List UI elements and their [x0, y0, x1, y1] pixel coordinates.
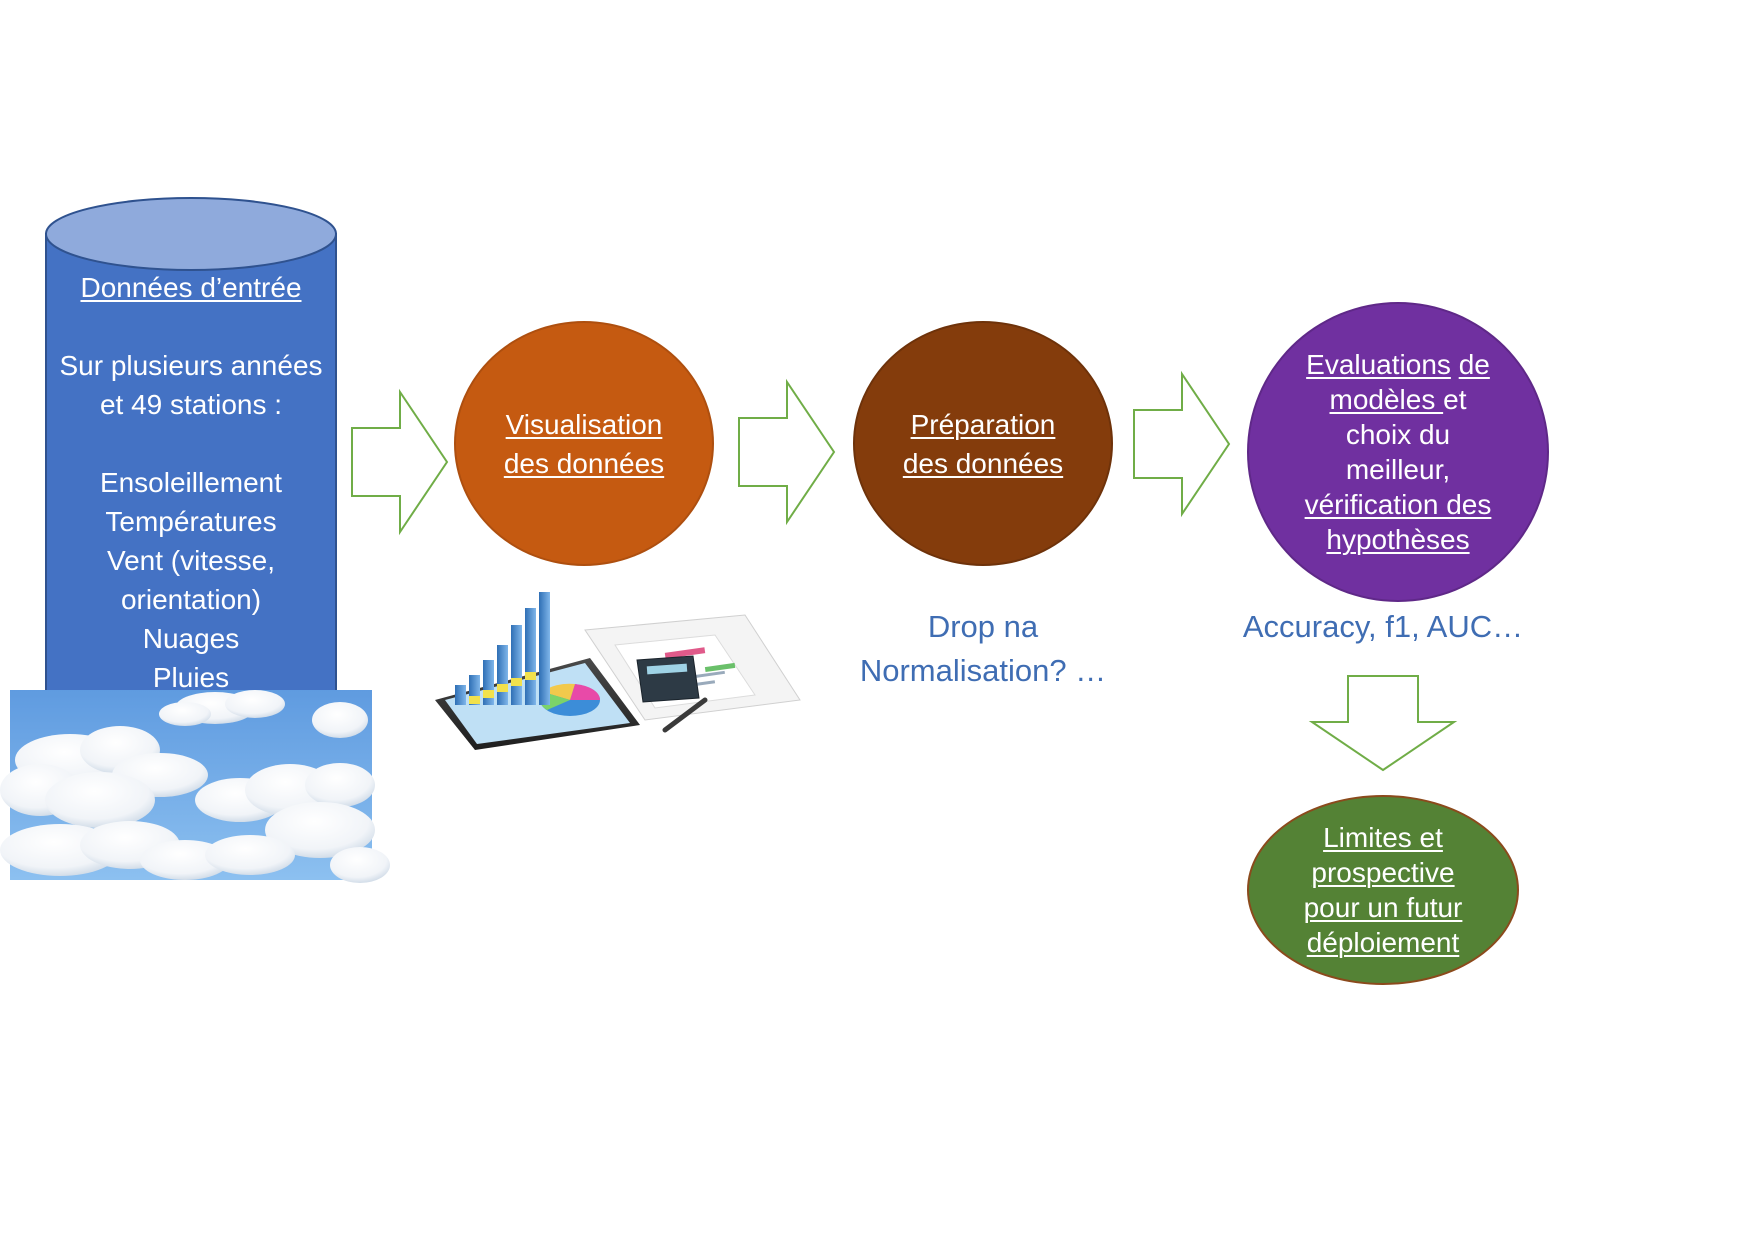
- input-data-text: Données d’entrée Sur plusieurs années et…: [45, 268, 337, 736]
- variable-item: orientation): [120, 584, 262, 615]
- visualisation-line: Visualisation: [505, 408, 663, 440]
- preparation-line: Préparation: [910, 408, 1056, 440]
- evaluation-line: choix du: [1345, 419, 1451, 450]
- evaluation-line: vérification des: [1304, 489, 1492, 520]
- cloud-cluster-4: [0, 821, 390, 883]
- bar-chart-icon: [455, 592, 550, 705]
- arrow-down: [1308, 675, 1458, 772]
- preparation-node: Préparation des données: [853, 321, 1113, 566]
- limites-line: Limites et: [1323, 822, 1443, 853]
- arrow-right-1: [351, 388, 449, 536]
- evaluation-word: et: [1443, 384, 1467, 415]
- limites-node: Limites et prospective pour un futur dép…: [1247, 795, 1519, 985]
- visualisation-node: Visualisation des données: [454, 321, 714, 566]
- visualisation-line: des données: [503, 447, 665, 479]
- caption-line: Drop na: [927, 609, 1039, 644]
- arrow-shape: [351, 388, 449, 536]
- calculator-icon: [636, 655, 700, 703]
- limites-line: déploiement: [1306, 927, 1460, 958]
- cloud-cluster-3: [195, 763, 375, 858]
- cloud-cluster-2: [0, 726, 208, 828]
- pen-icon: [662, 697, 708, 733]
- analytics-illustration: [435, 592, 801, 750]
- cloud-cluster-1: [159, 690, 368, 738]
- scope-line: Sur plusieurs années: [59, 350, 323, 381]
- arrow-shape: [738, 378, 836, 526]
- caption-line: Normalisation? …: [859, 653, 1107, 688]
- variable-item: Pluies: [152, 662, 230, 693]
- evaluation-node: Evaluations de modèles et choix du meill…: [1247, 302, 1549, 602]
- input-data-title: Données d’entrée: [80, 272, 302, 303]
- input-data-cylinder: Données d’entrée Sur plusieurs années et…: [45, 196, 337, 732]
- sky-clouds-image: [0, 690, 390, 883]
- tablet-icon: [435, 658, 640, 750]
- variable-item: Températures: [105, 506, 277, 537]
- scope-line: et 49 stations :: [99, 389, 283, 420]
- cylinder-top: [45, 197, 337, 271]
- preparation-caption: Drop na Normalisation? …: [833, 605, 1133, 693]
- evaluation-word: de: [1458, 349, 1490, 380]
- arrow-shape: [1133, 370, 1231, 518]
- caption-line: Accuracy, f1, AUC…: [1242, 609, 1524, 644]
- limites-line: prospective: [1311, 857, 1455, 888]
- limites-label: Limites et prospective pour un futur dép…: [1304, 820, 1463, 960]
- variable-item: Nuages: [142, 623, 240, 654]
- cylinder-body: [45, 233, 337, 697]
- evaluation-word: Evaluations: [1306, 349, 1451, 380]
- evaluation-word: modèles: [1329, 384, 1444, 415]
- cylinder-shape: [45, 197, 337, 697]
- preparation-label: Préparation des données: [903, 405, 1063, 483]
- evaluation-label: Evaluations de modèles et choix du meill…: [1305, 347, 1492, 557]
- arrow-right-2: [738, 378, 836, 526]
- evaluation-line: meilleur,: [1345, 454, 1451, 485]
- evaluation-caption: Accuracy, f1, AUC…: [1233, 605, 1533, 649]
- preparation-line: des données: [902, 447, 1064, 479]
- variable-item: Ensoleillement: [99, 467, 283, 498]
- limites-line: pour un futur: [1303, 892, 1463, 923]
- visualisation-label: Visualisation des données: [504, 405, 664, 483]
- evaluation-line: hypothèses: [1326, 524, 1470, 555]
- arrow-shape: [1308, 675, 1458, 772]
- highlight-bars: [469, 672, 536, 704]
- arrow-right-3: [1133, 370, 1231, 518]
- variable-item: Vent (vitesse,: [106, 545, 276, 576]
